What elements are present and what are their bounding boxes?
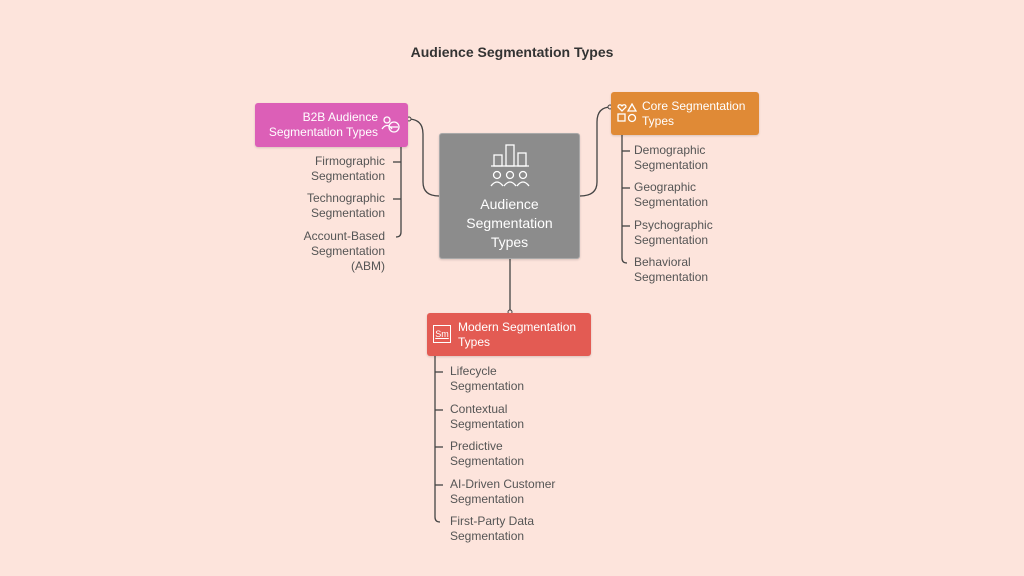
item-text: AI-Driven Customer — [450, 477, 556, 491]
item-text: Psychographic — [634, 218, 713, 232]
item-text: Segmentation — [634, 233, 709, 247]
handshake-icon — [381, 116, 400, 133]
item-text: Segmentation — [450, 417, 525, 431]
item-text: Segmentation — [450, 379, 525, 393]
core-label-line2: Types — [642, 114, 675, 128]
b2b-node[interactable]: B2B Audience Segmentation Types — [255, 103, 408, 147]
item-text: Predictive — [450, 439, 503, 453]
core-label-line1: Core Segmentation — [642, 99, 746, 113]
modern-label-line1: Modern Segmentation — [458, 320, 577, 334]
item-text: Segmentation — [310, 244, 385, 258]
item-text: Segmentation — [310, 169, 385, 183]
audience-chart-icon — [489, 144, 530, 187]
b2b-label-line1: B2B Audience — [302, 110, 378, 124]
item-text: Lifecycle — [450, 364, 497, 378]
item-text: First-Party Data — [450, 514, 535, 528]
sm-icon: Sm — [433, 325, 451, 343]
item-text: Segmentation — [634, 270, 709, 284]
item-text: Segmentation — [634, 158, 709, 172]
item-text: Account-Based — [303, 229, 385, 243]
item-text: Technographic — [306, 191, 385, 205]
item-text: (ABM) — [351, 259, 385, 273]
item-text: Firmographic — [314, 154, 385, 168]
b2b-label-line2: Segmentation Types — [268, 125, 378, 139]
diagram-title: Audience Segmentation Types — [410, 44, 614, 60]
core-node[interactable]: Core Segmentation Types — [611, 92, 759, 135]
modern-label-line2: Types — [458, 335, 491, 349]
item-text: Contextual — [450, 402, 508, 416]
center-label: Audience Segmentation Types — [466, 196, 553, 250]
item-text: Segmentation — [310, 206, 385, 220]
item-text: Segmentation — [450, 454, 525, 468]
shapes-icon — [617, 103, 637, 123]
item-text: Segmentation — [450, 529, 525, 543]
item-text: Geographic — [634, 180, 697, 194]
center-node[interactable]: Audience Segmentation Types — [439, 133, 580, 259]
modern-node[interactable]: Sm Modern Segmentation Types — [427, 313, 591, 356]
item-text: Demographic — [634, 143, 706, 157]
item-text: Behavioral — [634, 255, 691, 269]
item-text: Segmentation — [450, 492, 525, 506]
item-text: Segmentation — [634, 195, 709, 209]
